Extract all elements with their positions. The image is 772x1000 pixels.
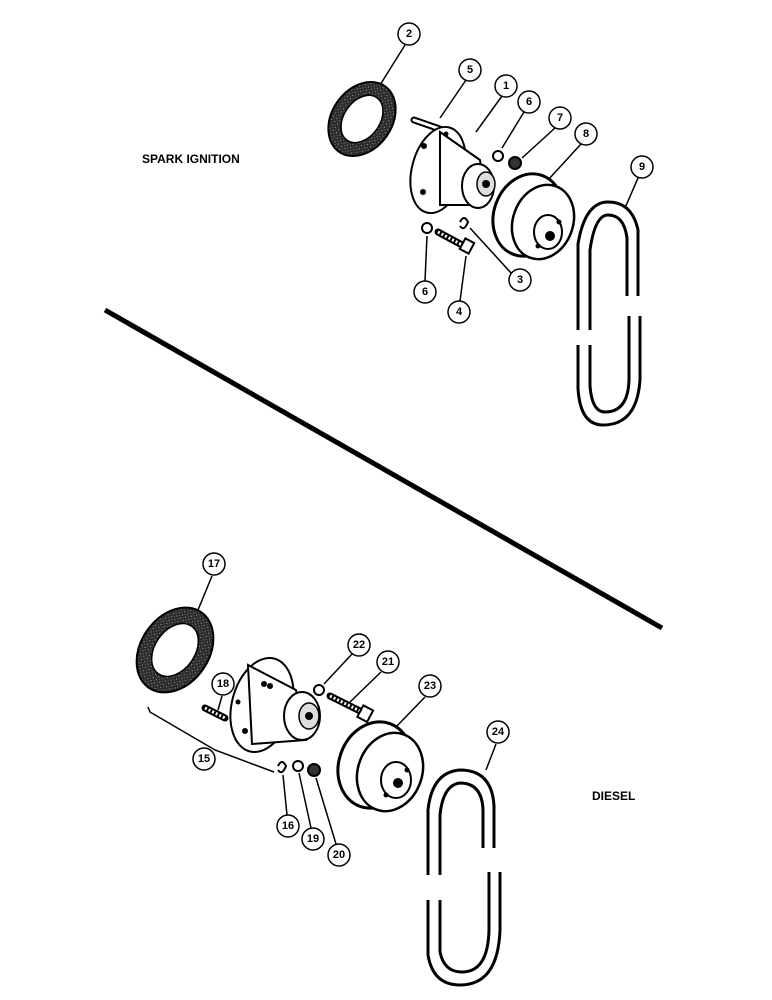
callout-17: 17: [197, 552, 226, 611]
svg-text:15: 15: [198, 753, 210, 765]
callout-6-lower: 6: [413, 235, 437, 304]
gasket-bottom: [135, 606, 215, 694]
bracket-15: [147, 706, 275, 773]
diesel-assembly: 17 22 21 18 23 15 24: [135, 552, 510, 987]
callout-20: 20: [315, 777, 351, 867]
svg-text:19: 19: [307, 833, 319, 845]
svg-text:1: 1: [503, 80, 509, 92]
callout-8: 8: [547, 122, 598, 181]
bolt-bottom: [326, 692, 375, 724]
svg-text:6: 6: [422, 286, 428, 298]
callout-23: 23: [394, 674, 442, 729]
callout-22: 22: [323, 633, 371, 685]
gasket-top: [327, 80, 397, 158]
svg-text:9: 9: [639, 161, 645, 173]
svg-text:6: 6: [526, 96, 532, 108]
section-divider-line: [103, 307, 664, 631]
svg-text:7: 7: [557, 112, 563, 124]
svg-text:3: 3: [517, 274, 523, 286]
svg-text:8: 8: [583, 128, 589, 140]
section-label-spark-ignition: SPARK IGNITION: [142, 152, 240, 166]
svg-text:4: 4: [456, 306, 463, 318]
callout-5: 5: [439, 58, 482, 119]
pulley-bottom: [336, 720, 425, 813]
svg-text:21: 21: [382, 656, 394, 668]
section-label-diesel: DIESEL: [592, 789, 635, 803]
belt-bottom: [426, 768, 502, 987]
callout-7: 7: [521, 106, 572, 159]
svg-text:16: 16: [282, 820, 294, 832]
washer-bottom-upper: [313, 684, 325, 696]
svg-text:20: 20: [333, 849, 345, 861]
nut-top: [508, 156, 522, 170]
callout-4: 4: [447, 255, 471, 324]
washer-top-upper: [492, 150, 504, 162]
callout-19: 19: [298, 772, 325, 851]
water-pump-body-bottom: [229, 656, 321, 754]
snap-ring-bottom: [277, 761, 288, 774]
svg-text:17: 17: [208, 558, 220, 570]
callout-6-upper: 6: [501, 90, 541, 149]
water-pump-body-top: [409, 125, 496, 215]
callout-21: 21: [349, 650, 400, 703]
belt-top: [576, 200, 642, 427]
svg-text:23: 23: [424, 680, 436, 692]
callout-24: 24: [485, 720, 510, 771]
pulley-top: [491, 172, 576, 261]
washer-top-lower: [421, 222, 433, 234]
callout-9: 9: [624, 155, 654, 209]
callout-16: 16: [276, 774, 300, 838]
callout-18: 18: [211, 672, 235, 711]
callout-2: 2: [379, 22, 421, 86]
stud-bottom: [201, 704, 229, 722]
washer-bottom-lower: [292, 760, 304, 772]
nut-bottom: [307, 763, 321, 777]
callout-1: 1: [475, 74, 518, 133]
svg-text:5: 5: [467, 64, 473, 76]
snap-ring-top: [459, 217, 470, 230]
svg-text:18: 18: [217, 678, 229, 690]
stud-top: [410, 116, 444, 133]
callout-15: 15: [192, 747, 216, 771]
svg-text:22: 22: [353, 639, 365, 651]
bolt-top: [434, 228, 476, 255]
callout-3: 3: [469, 227, 532, 292]
spark-ignition-assembly: 2 5 1 6 7 8 9: [327, 22, 654, 427]
svg-text:2: 2: [406, 28, 412, 40]
svg-text:24: 24: [492, 726, 505, 738]
